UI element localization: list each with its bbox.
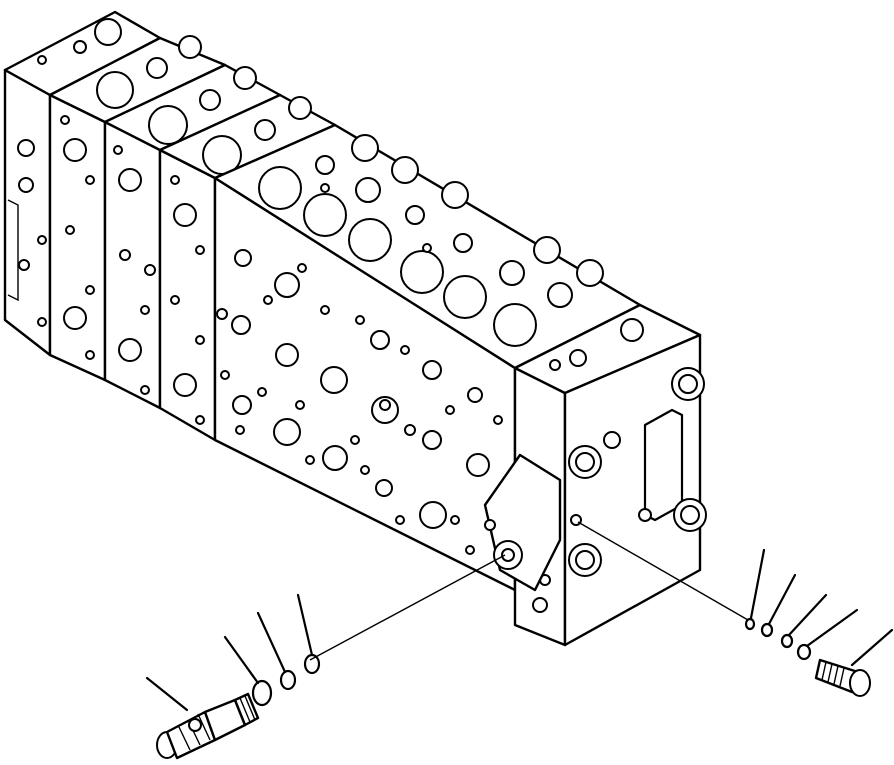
leader-line-right-o-ring-4 xyxy=(805,608,859,648)
leader-line-right-plug xyxy=(850,628,894,667)
left-o-ring-large xyxy=(279,669,297,691)
left-relief-valve-cartridge xyxy=(156,692,260,760)
right-o-ring-4 xyxy=(796,643,812,661)
end-cap-bolt-4 xyxy=(568,543,602,577)
left-explode-axis-line xyxy=(309,554,506,661)
leader-line-right-o-ring-1 xyxy=(749,548,766,620)
leader-line-cartridge xyxy=(145,676,189,712)
leader-line-backup-ring xyxy=(223,635,260,685)
end-cap-bolt-1 xyxy=(671,367,705,401)
right-o-ring-1 xyxy=(744,617,756,631)
right-plug xyxy=(814,658,871,697)
valve-end-cap xyxy=(483,303,707,647)
leader-line-right-o-ring-3 xyxy=(787,593,828,637)
end-cap-bolt-3 xyxy=(673,498,707,532)
right-o-ring-2 xyxy=(760,622,774,638)
end-cap-bolt-2 xyxy=(568,445,602,479)
right-o-ring-3 xyxy=(780,633,794,649)
leader-line-o-ring-large xyxy=(256,611,287,674)
left-o-ring-small xyxy=(303,653,321,675)
left-backup-ring xyxy=(251,679,273,707)
leader-lines xyxy=(145,548,894,712)
valve-section-3 xyxy=(103,63,282,410)
valve-section-5 xyxy=(213,123,642,592)
control-valve-body xyxy=(3,10,707,647)
valve-section-1 xyxy=(3,10,162,357)
leader-line-right-o-ring-2 xyxy=(767,573,797,626)
right-explode-axis-line xyxy=(577,521,749,621)
valve-section-2 xyxy=(48,35,227,382)
leader-line-o-ring-small xyxy=(296,593,314,657)
